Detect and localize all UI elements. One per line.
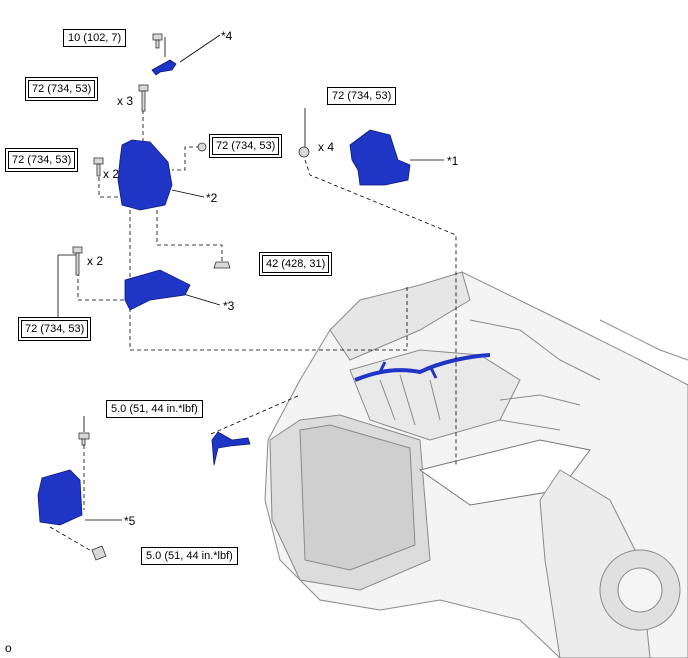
callout-4: *4 [221, 29, 233, 43]
torque-nut: 42 (428, 31) [262, 255, 330, 273]
part-4-clamp [151, 59, 177, 76]
torque-mount1-bolts: 72 (734, 53) [327, 87, 397, 105]
vehicle-front-illustration [264, 271, 688, 658]
bolt-lower [72, 246, 83, 254]
torque-upper-bolts: 72 (734, 53) [28, 80, 96, 98]
qty-lower: x 2 [87, 254, 104, 268]
bolt-module-bottom [91, 545, 107, 561]
figure-id: o [5, 641, 12, 655]
torque-lower-bolts: 72 (734, 53) [21, 320, 89, 338]
torque-right-bolt: 72 (734, 53) [212, 137, 280, 155]
bolt-upper [138, 84, 149, 92]
nut-42nm [213, 261, 231, 269]
qty-side: x 2 [103, 167, 120, 181]
qty-upper: x 3 [117, 94, 134, 108]
callout-2: *2 [206, 191, 218, 205]
bay-hose-highlight [354, 353, 491, 382]
torque-module-bolt-top: 5.0 (51, 44 in.*lbf) [106, 400, 203, 418]
loose-harness [211, 431, 251, 466]
callout-1: *1 [447, 154, 459, 168]
part-1-mount [349, 129, 411, 186]
torque-module-bolt-bottom: 5.0 (51, 44 in.*lbf) [141, 547, 238, 565]
qty-mount1: x 4 [318, 140, 335, 154]
torque-bolt-10nm: 10 (102, 7) [63, 29, 127, 47]
bolt-10nm [152, 33, 163, 41]
torque-side-bolts: 72 (734, 53) [8, 151, 76, 169]
bolt-side [93, 157, 104, 165]
part-2-bracket [117, 139, 173, 211]
bolt-mount1 [298, 146, 310, 158]
bolt-right [197, 142, 207, 152]
part-5-module [37, 469, 83, 526]
bolt-module-top [78, 432, 90, 440]
bolts [72, 33, 310, 561]
highlighted-parts [37, 59, 411, 526]
callout-5: *5 [124, 514, 136, 528]
part-3-bracket [124, 269, 191, 311]
callout-3: *3 [223, 299, 235, 313]
